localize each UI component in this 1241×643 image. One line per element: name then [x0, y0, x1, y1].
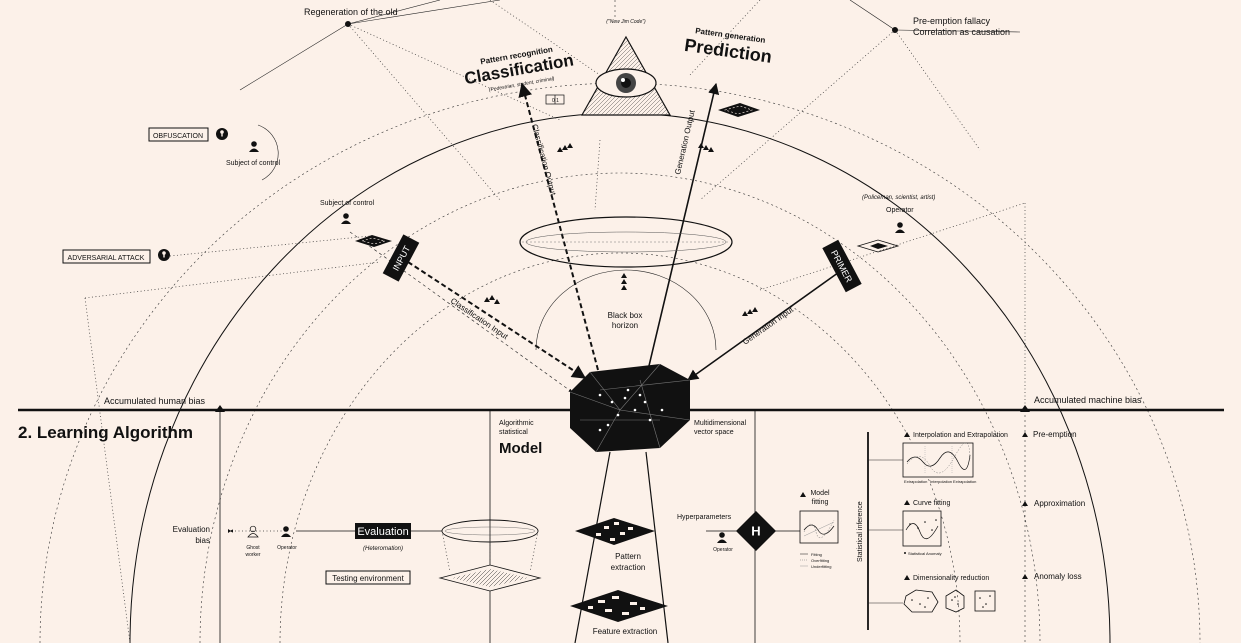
anomaly-loss-label: Anomaly loss	[1034, 572, 1082, 581]
subject-of-control-2: Subject of control	[320, 200, 375, 207]
model-fitting-2: fitting	[812, 499, 829, 506]
model-polyhedron-icon	[569, 363, 691, 453]
ghost-worker-1: Ghost	[246, 545, 260, 551]
fitting-legend-1: Fitting	[811, 552, 822, 557]
regeneration-label: Regeneration of the old	[304, 7, 398, 17]
checker-diamond-icons	[355, 103, 900, 253]
vector-space-1: Multidimensional	[694, 420, 747, 427]
model-pre-1: Algorithmic	[499, 420, 534, 427]
preemption-fallacy-label: Pre-emption fallacy	[913, 16, 991, 26]
extraction-funnel	[570, 451, 669, 643]
eye-pyramid-icon	[580, 35, 672, 116]
evaluation-block: Evaluation Testing environment	[325, 519, 542, 592]
heteromation-label: (Heteromation)	[363, 546, 403, 552]
model-pre-2: statistical	[499, 429, 528, 436]
top-network	[239, 0, 1021, 211]
black-box-label-1: Black box	[608, 311, 643, 320]
preemption-label: Pre-emption	[1033, 430, 1077, 439]
adversarial-label: ADVERSARIAL ATTACK	[68, 255, 145, 262]
model-label: Model	[499, 440, 542, 457]
testing-environment-label: Testing environment	[332, 574, 404, 583]
outcome-markers	[228, 432, 1028, 579]
fitting-legend-2: Overfitting	[811, 558, 829, 563]
hyperparameter-diamond: H	[736, 511, 776, 551]
operator-roles-label: (Policeman, scientist, artist)	[862, 195, 935, 201]
pattern-extraction-1: Pattern	[615, 552, 641, 561]
binary-label: 0 1	[552, 98, 559, 104]
statistical-inference-label: Statistical inference	[857, 501, 864, 562]
person-icons	[247, 141, 905, 543]
pattern-extraction-2: extraction	[611, 563, 646, 572]
approximation-label: Approximation	[1034, 499, 1085, 508]
black-box-label-2: horizon	[612, 321, 638, 330]
lens-ellipse	[519, 216, 733, 268]
inference-column	[867, 432, 996, 630]
model-fitting-1: Model	[810, 490, 830, 497]
subject-of-control-1: Subject of control	[226, 160, 281, 167]
classification-input-label: Classification Input	[449, 296, 510, 341]
hyper-operator-label: Operator	[713, 547, 733, 553]
hyperparameters-label: Hyperparameters	[677, 514, 732, 521]
interp-right: Extrapolation	[953, 479, 976, 484]
guide-lines	[84, 202, 1026, 643]
new-jim-code-label: ("New Jim Code")	[606, 19, 646, 25]
flow-arrows	[229, 82, 843, 533]
fitting-legend-3: Underfitting	[811, 564, 831, 569]
binary-box-icon	[545, 94, 565, 105]
input-tag: INPUT	[382, 234, 420, 282]
interp-mid: Interpolation	[930, 479, 952, 484]
evaluation-bias-2: bias	[195, 536, 210, 545]
section-title: 2. Learning Algorithm	[18, 423, 193, 442]
text-labels: Regeneration of the old ("New Jim Code")…	[18, 7, 1142, 636]
obfuscation-box: OBFUSCATION	[148, 127, 228, 142]
generation-output-label: Generation Output	[673, 109, 697, 176]
evaluation-bias-1: Evaluation	[173, 525, 210, 534]
primer-tag: PRIMER	[822, 239, 862, 293]
evaluation-label: Evaluation	[357, 526, 408, 538]
h-label: H	[751, 524, 760, 539]
machine-bias-label: Accumulated machine bias	[1034, 395, 1142, 405]
evaluation-operator: Operator	[277, 545, 297, 551]
feature-extraction-label: Feature extraction	[593, 627, 657, 636]
dimensionality-label: Dimensionality reduction	[913, 575, 989, 582]
vector-space-2: vector space	[694, 429, 734, 436]
curve-fitting-label: Curve fitting	[913, 500, 950, 507]
obfuscation-label: OBFUSCATION	[153, 133, 203, 140]
interp-left: Extrapolation	[904, 479, 927, 484]
adversarial-box: ADVERSARIAL ATTACK	[62, 249, 170, 264]
model-fitting-chart	[799, 492, 839, 567]
ghost-worker-2: worker	[245, 552, 260, 558]
operator-label-top: Operator	[886, 207, 914, 214]
classification-output-label: Classification Output	[530, 123, 558, 197]
correlation-label: Correlation as causation	[913, 27, 1010, 37]
curve-note: Statistical Anomaly	[908, 551, 942, 556]
human-bias-label: Accumulated human bias	[104, 396, 206, 406]
interpolation-label: Interpolation and Extrapolation	[913, 432, 1008, 439]
